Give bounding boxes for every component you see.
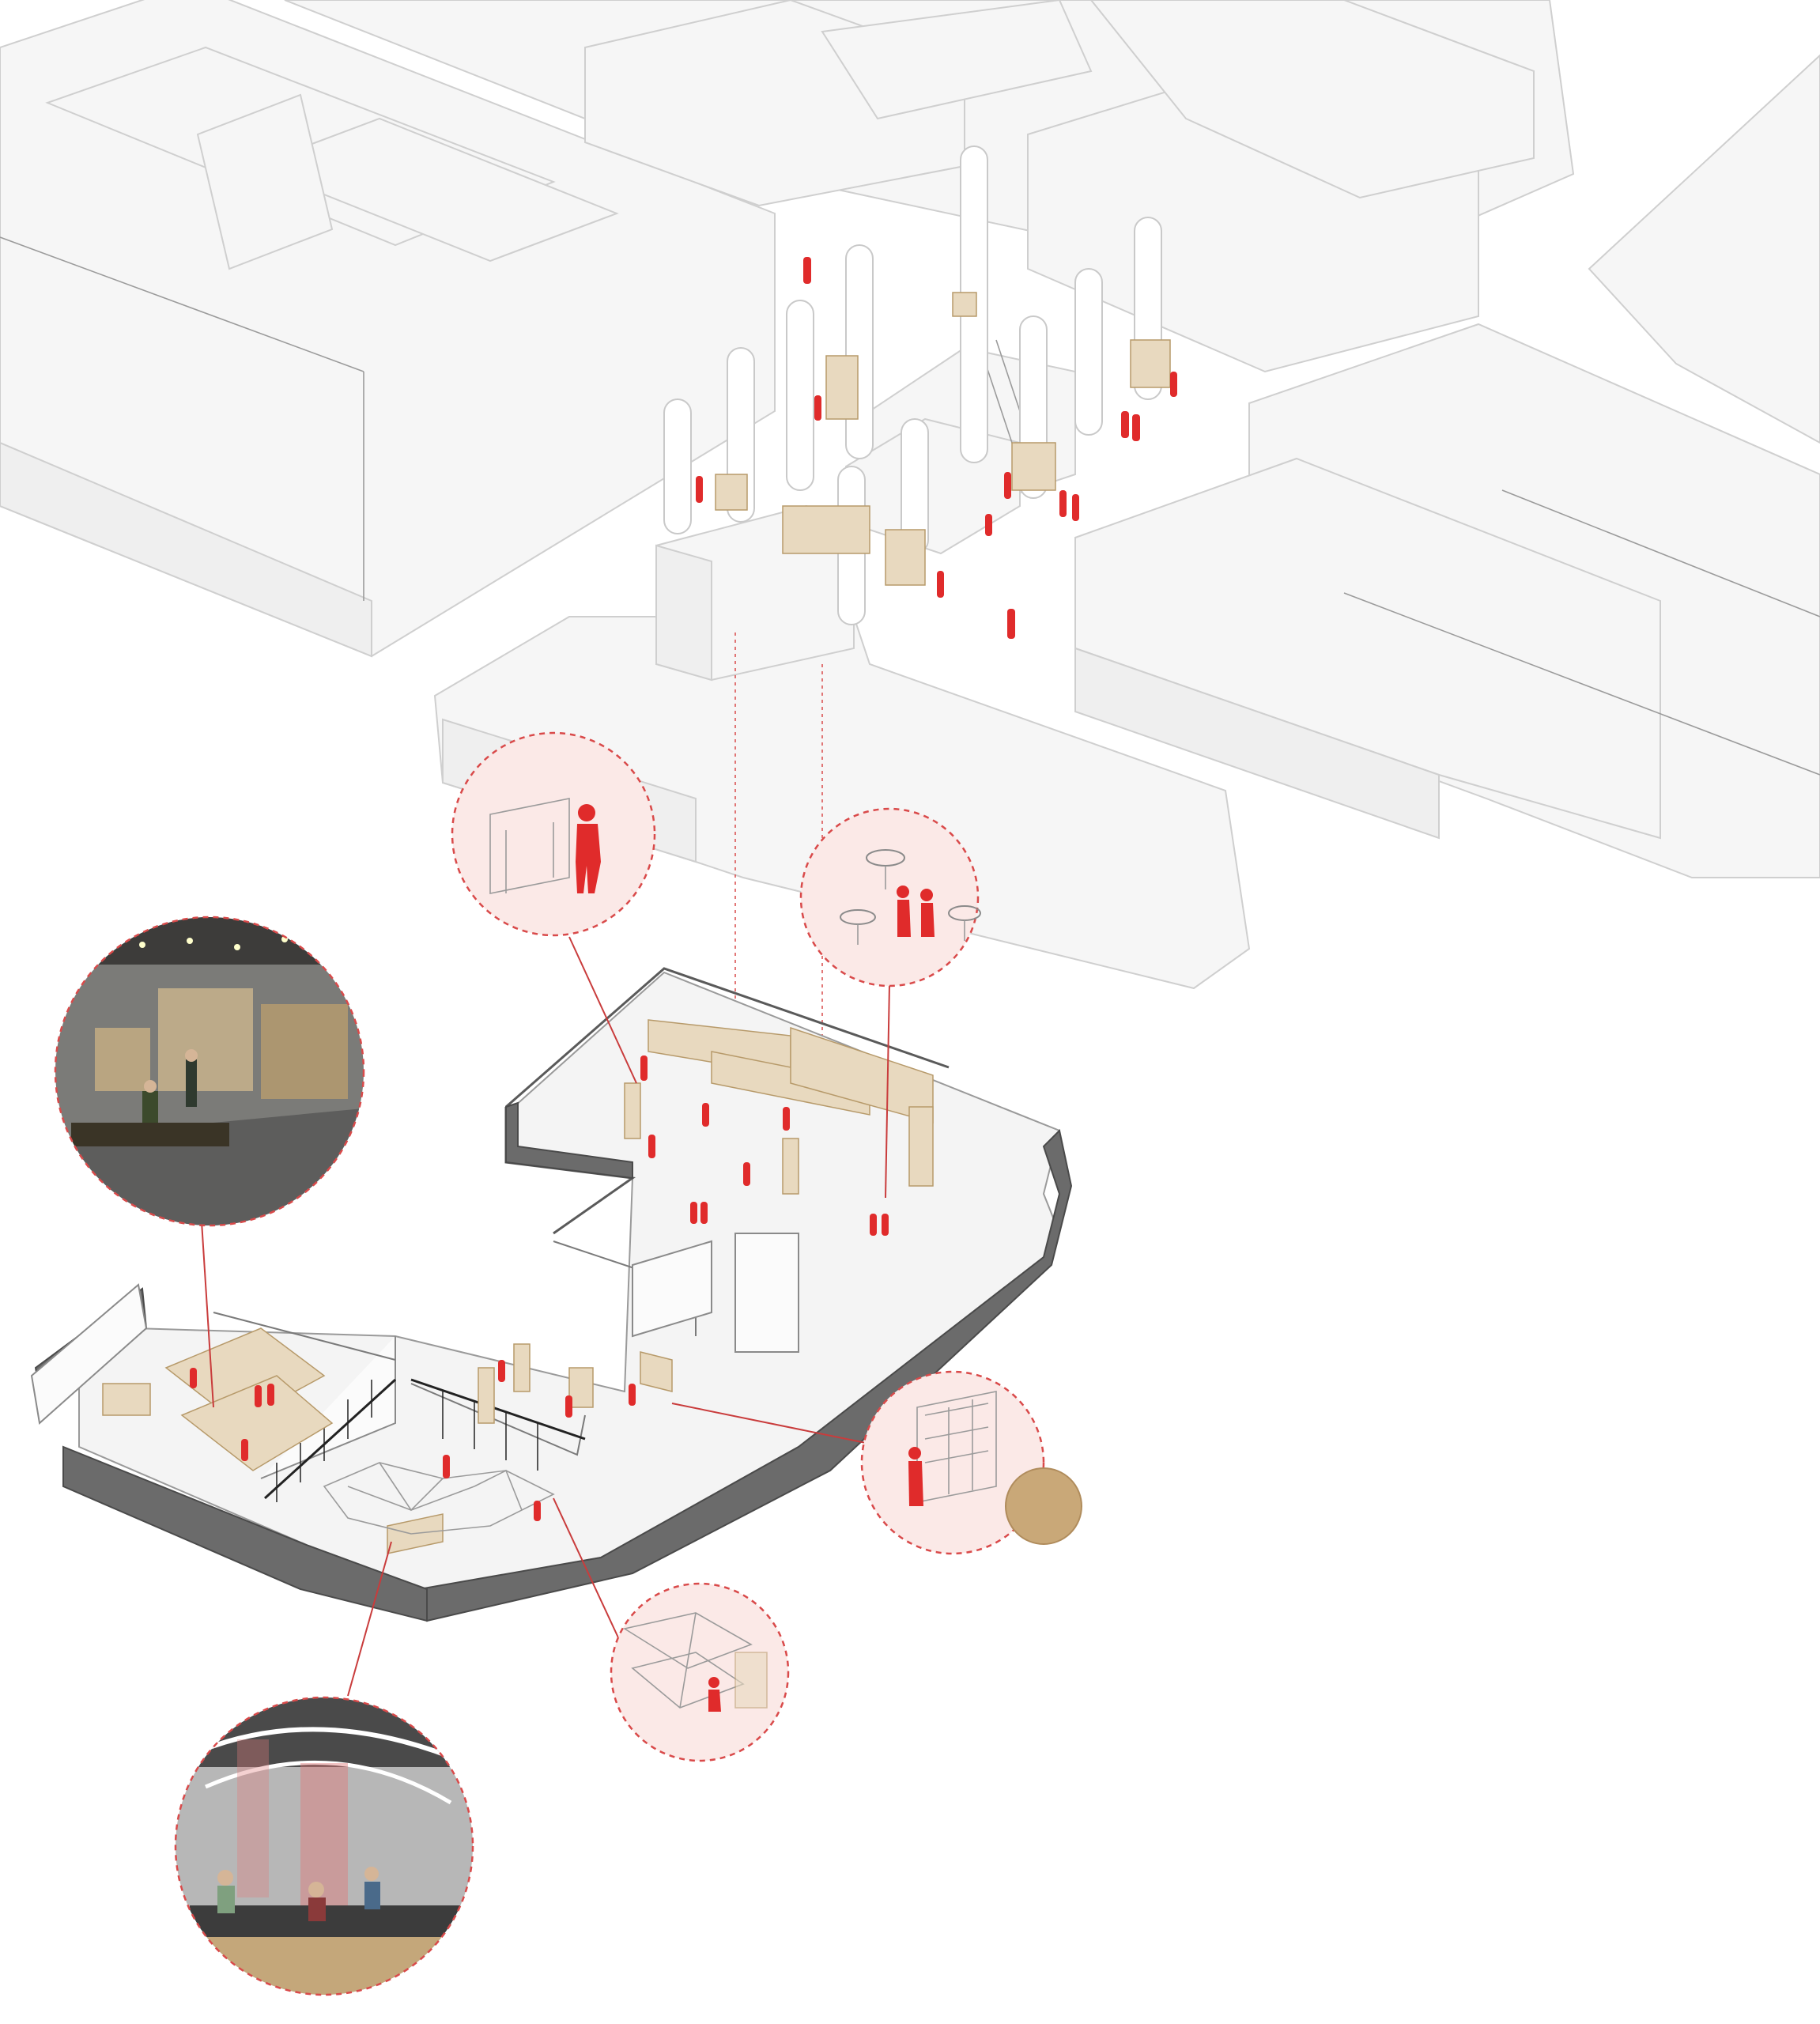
shelving-icon (908, 1391, 997, 1506)
wall-extrusion (505, 1101, 633, 1180)
callout-timber-hall-photo (54, 916, 365, 1227)
timber-pavilions (715, 292, 1171, 586)
plaza (663, 145, 1177, 639)
callout-shelving-wall (860, 1370, 1082, 1555)
cafe-tables-icon (840, 849, 981, 945)
lift-core (734, 1233, 799, 1353)
callout-standing-counter (451, 731, 656, 937)
timber-shelving (102, 1019, 934, 1554)
basement-people (190, 1055, 889, 1521)
callout-canopy-seating (610, 1582, 790, 1762)
person-at-counter-icon (489, 798, 601, 894)
street-context (0, 0, 1820, 990)
building-block-left (0, 0, 776, 658)
canopy-area (323, 1462, 555, 1535)
callout-canopy-hall-photo (174, 1696, 474, 1996)
sample-disc (1005, 1467, 1082, 1545)
wall-extrusion (62, 1445, 428, 1622)
interior-photo (55, 917, 364, 1225)
basement-plan (30, 967, 1073, 1622)
column-group (663, 145, 1162, 625)
canopy-sketch-icon (622, 1612, 768, 1712)
callout-round-tables (799, 807, 981, 987)
building-block-right (1074, 54, 1820, 878)
plaza-people (696, 257, 1177, 639)
